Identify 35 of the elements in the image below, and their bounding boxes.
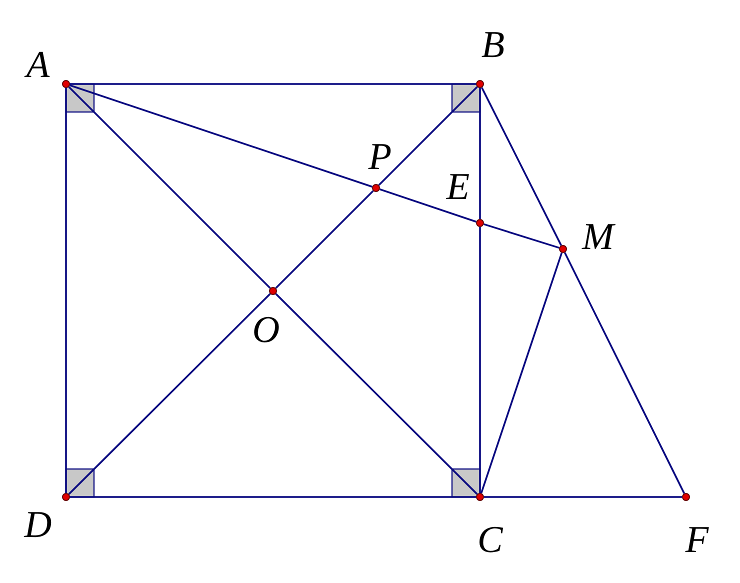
- point-label: F: [685, 521, 709, 559]
- point-dot: [372, 184, 380, 192]
- line-segment: [65, 88, 67, 493]
- point-label: E: [446, 168, 470, 206]
- point-dot: [559, 245, 567, 253]
- point-label: D: [24, 506, 52, 544]
- line-segment: [70, 83, 476, 85]
- line-segment: [275, 293, 478, 495]
- point-dot: [62, 80, 70, 88]
- line-segment: [68, 293, 271, 495]
- point-label: A: [26, 46, 50, 84]
- line-segment: [564, 252, 686, 494]
- line-segment: [275, 190, 374, 289]
- point-dot: [476, 219, 484, 227]
- line-segment: [481, 87, 562, 246]
- line-segment: [479, 227, 481, 493]
- line-segment: [480, 252, 563, 494]
- line-segment: [378, 86, 478, 186]
- point-label: M: [582, 218, 614, 256]
- line-segment: [380, 188, 476, 223]
- point-label: P: [368, 138, 392, 176]
- line-segment: [68, 86, 271, 289]
- point-dot: [62, 493, 70, 501]
- line-segment: [484, 496, 682, 498]
- point-label: C: [477, 521, 503, 559]
- point-label: B: [481, 26, 505, 64]
- line-segment: [70, 496, 476, 498]
- point-dot: [476, 493, 484, 501]
- point-label: O: [252, 311, 280, 349]
- point-dot: [682, 493, 690, 501]
- line-segment: [484, 223, 560, 249]
- line-segment: [479, 88, 481, 219]
- line-segment: [70, 84, 372, 188]
- point-dot: [269, 287, 277, 295]
- point-dot: [476, 80, 484, 88]
